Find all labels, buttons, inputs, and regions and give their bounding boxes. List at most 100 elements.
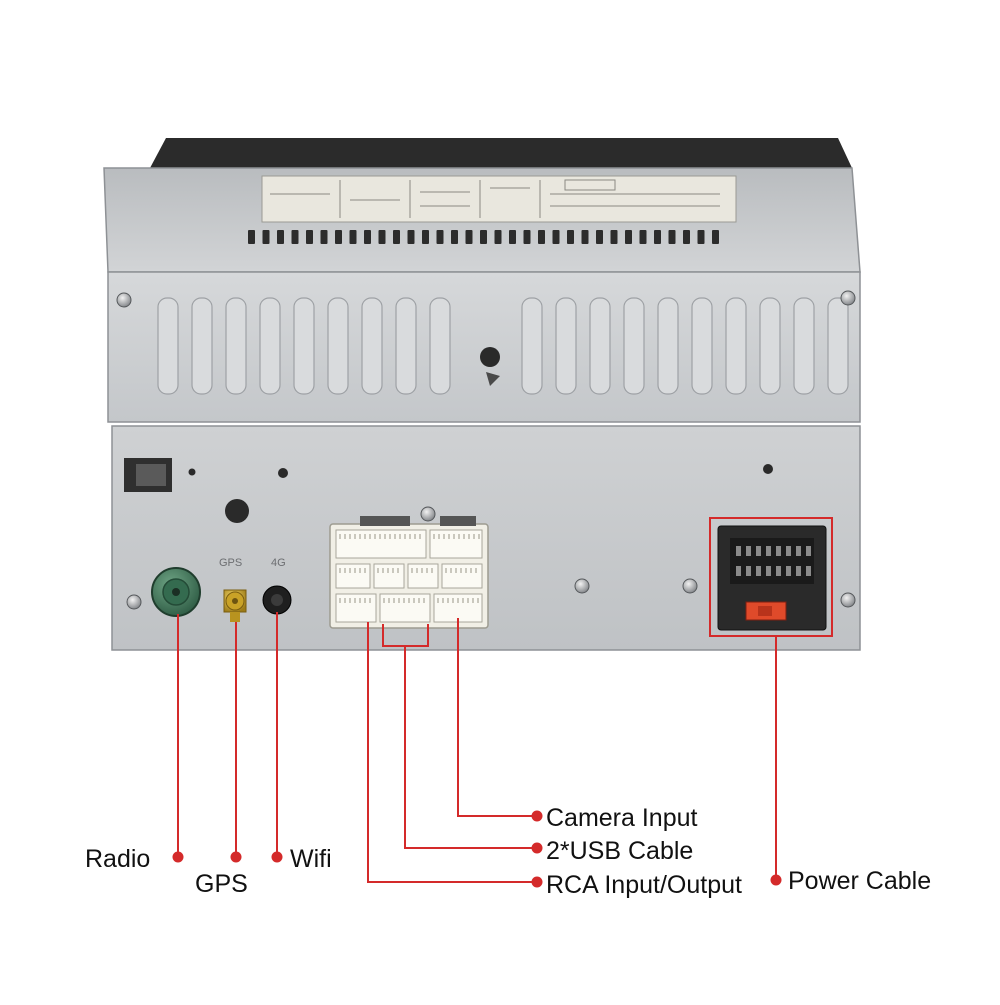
panel-rib (589, 297, 611, 395)
vent-slot (509, 230, 516, 244)
vent-slot (697, 230, 705, 244)
wifi-port-marking: 4G (271, 557, 286, 569)
vent-slot (712, 230, 719, 244)
main-connector-block (329, 516, 489, 629)
center-notch (486, 372, 500, 386)
camera-input-label: Camera Input (546, 804, 698, 832)
power-pin (786, 566, 791, 576)
panel-rib (555, 297, 577, 395)
camera-callout-line (457, 618, 536, 817)
power-pins (736, 546, 811, 576)
panel-rib (395, 297, 417, 395)
panel-rib (157, 297, 179, 395)
screw-left (126, 594, 142, 610)
vent-slot (277, 230, 284, 244)
screw-mid-2 (682, 578, 698, 594)
vent-slot (610, 230, 618, 244)
power-pin (776, 566, 781, 576)
vertical-ribs (157, 297, 849, 395)
middle-panel (107, 271, 861, 423)
power-pin (806, 546, 811, 556)
power-dot (770, 874, 782, 886)
spec-sticker (261, 175, 737, 223)
power-pin (786, 546, 791, 556)
vent-slot (306, 230, 313, 244)
panel-rib (429, 297, 451, 395)
vent-slot (552, 230, 560, 244)
panel-rib (657, 297, 679, 395)
small-hole-1 (188, 468, 196, 476)
vent-slot (639, 230, 647, 244)
wifi-port: 4G (262, 557, 292, 615)
vent-slot (494, 230, 502, 244)
pin-cell (335, 563, 371, 589)
vent-slot (567, 230, 574, 244)
sticker-print (270, 179, 720, 218)
vent-slot (581, 230, 589, 244)
vent-slot (320, 230, 328, 244)
radio-dot (172, 851, 184, 863)
vent-slot (436, 230, 444, 244)
power-pin (736, 566, 741, 576)
power-highlight-box (709, 517, 833, 637)
callout-dots (172, 810, 782, 888)
vent-slot (538, 230, 545, 244)
power-pin (756, 566, 761, 576)
wifi-label: Wifi (290, 845, 332, 873)
vent-slot (291, 230, 299, 244)
pin-cell (379, 593, 431, 623)
screw-top-right (840, 290, 856, 306)
power-pin (796, 566, 801, 576)
vent-slot (480, 230, 487, 244)
power-connector (717, 525, 827, 631)
top-vent-slots (248, 230, 719, 244)
screw-right (840, 592, 856, 608)
vent-slot (654, 230, 661, 244)
panel-rib (623, 297, 645, 395)
radio-port (151, 567, 201, 617)
panel-rib (327, 297, 349, 395)
usb-dot (531, 842, 543, 854)
screw-connector (420, 506, 436, 522)
vent-slot (523, 230, 531, 244)
large-hole (225, 499, 249, 523)
usb-callout-line (404, 646, 536, 849)
gps-dot (230, 851, 242, 863)
power-cable-label: Power Cable (788, 867, 932, 895)
panel-rib (827, 297, 849, 395)
panel-rib (759, 297, 781, 395)
panel-rib (793, 297, 815, 395)
power-pin (806, 566, 811, 576)
power-pin (756, 546, 761, 556)
panel-rib (521, 297, 543, 395)
screw-top-left (116, 292, 132, 308)
vent-slot (335, 230, 342, 244)
vent-slot (407, 230, 415, 244)
top-chassis (103, 167, 861, 273)
vent-slot (465, 230, 473, 244)
rca-label: RCA Input/Output (546, 871, 742, 899)
gps-port: GPS (219, 557, 247, 622)
vent-slot (364, 230, 371, 244)
vent-slot (451, 230, 458, 244)
vent-slot (349, 230, 357, 244)
vent-slot (625, 230, 632, 244)
camera-dot (531, 810, 543, 822)
vent-slot (683, 230, 690, 244)
panel-rib (191, 297, 213, 395)
panel-rib (725, 297, 747, 395)
panel-rib (293, 297, 315, 395)
center-hole (480, 347, 500, 367)
vent-slot (668, 230, 676, 244)
power-pin (776, 546, 781, 556)
pin-cell (373, 563, 405, 589)
vent-slot (596, 230, 603, 244)
panel-rib (361, 297, 383, 395)
vent-slot (378, 230, 386, 244)
pin-cell (441, 563, 483, 589)
usb-cable-label: 2*USB Cable (546, 837, 694, 865)
vent-slot (248, 230, 255, 244)
pin-cell (335, 529, 427, 559)
